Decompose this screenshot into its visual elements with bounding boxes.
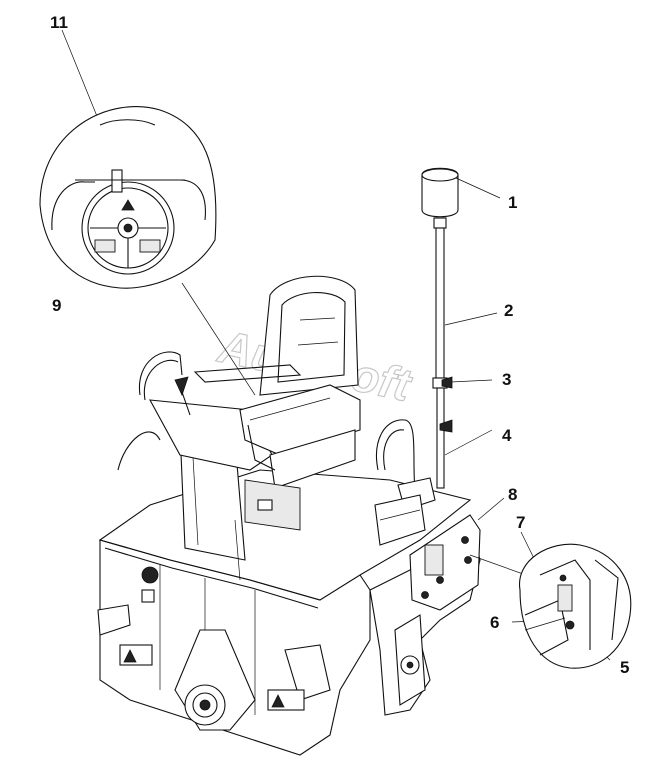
beacon-assembly xyxy=(421,167,459,489)
callout-9: 9 xyxy=(52,296,61,315)
callout-7: 7 xyxy=(516,513,525,532)
callout-5: 5 xyxy=(620,658,629,677)
callout-4: 4 xyxy=(502,426,512,445)
bracket-detail-inset xyxy=(519,543,632,669)
callout-8: 8 xyxy=(508,485,517,504)
engine-compartment xyxy=(234,479,301,581)
drum-guard xyxy=(369,514,481,716)
operator-seat xyxy=(193,275,361,489)
callout-11: 11 xyxy=(50,13,68,32)
right-control xyxy=(374,419,436,546)
callout-1: 1 xyxy=(508,193,517,212)
callout-3: 3 xyxy=(502,370,511,389)
callout-6: 6 xyxy=(490,613,499,632)
callout-labels: 11 9 1 2 3 4 8 7 6 5 xyxy=(50,13,629,677)
callout-2: 2 xyxy=(504,301,513,320)
steering-detail-inset xyxy=(39,106,217,289)
